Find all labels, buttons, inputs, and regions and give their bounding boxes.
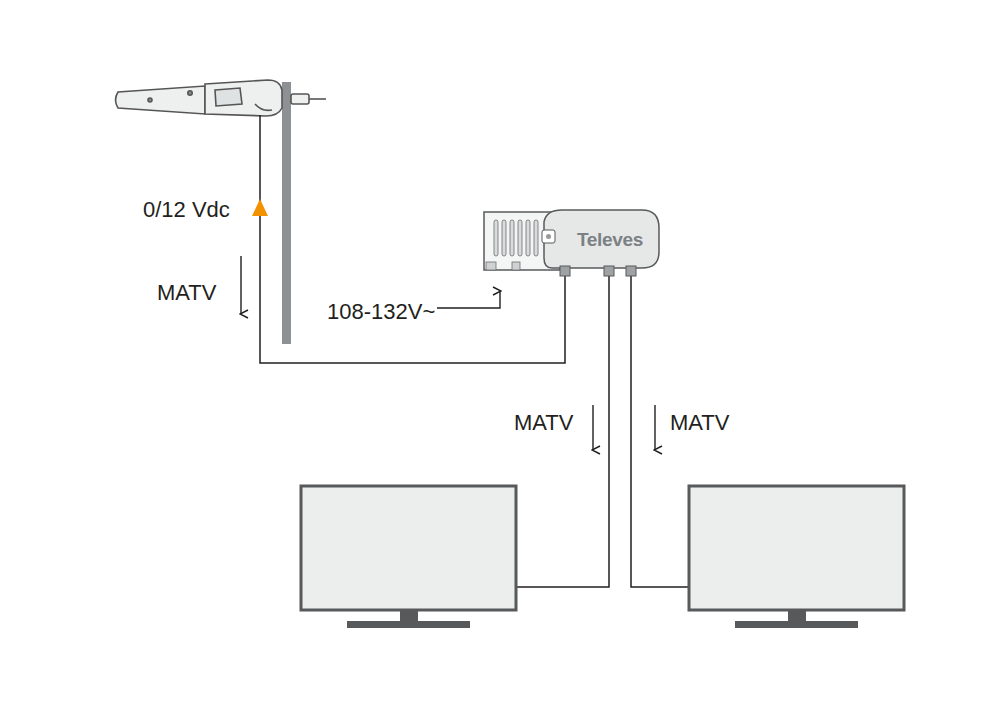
amplifier-box: Televes [482,208,662,278]
signal-label: 108-132V~ [327,301,435,323]
mains-arrow [437,291,500,308]
coax-cable [260,115,565,363]
signal-label: MATV [157,282,216,304]
signal-arrow [592,405,593,450]
signal-label: MATV [514,412,573,434]
signal-arrow [240,256,241,314]
television [301,486,516,628]
mast [282,82,291,344]
signal-label: 0/12 Vdc [143,199,230,221]
signal-arrow [654,405,655,450]
dc-arrow [252,199,268,216]
television [689,486,904,628]
signal-label: MATV [670,412,729,434]
brand-name: Televes [577,230,643,249]
antenna [116,80,327,116]
